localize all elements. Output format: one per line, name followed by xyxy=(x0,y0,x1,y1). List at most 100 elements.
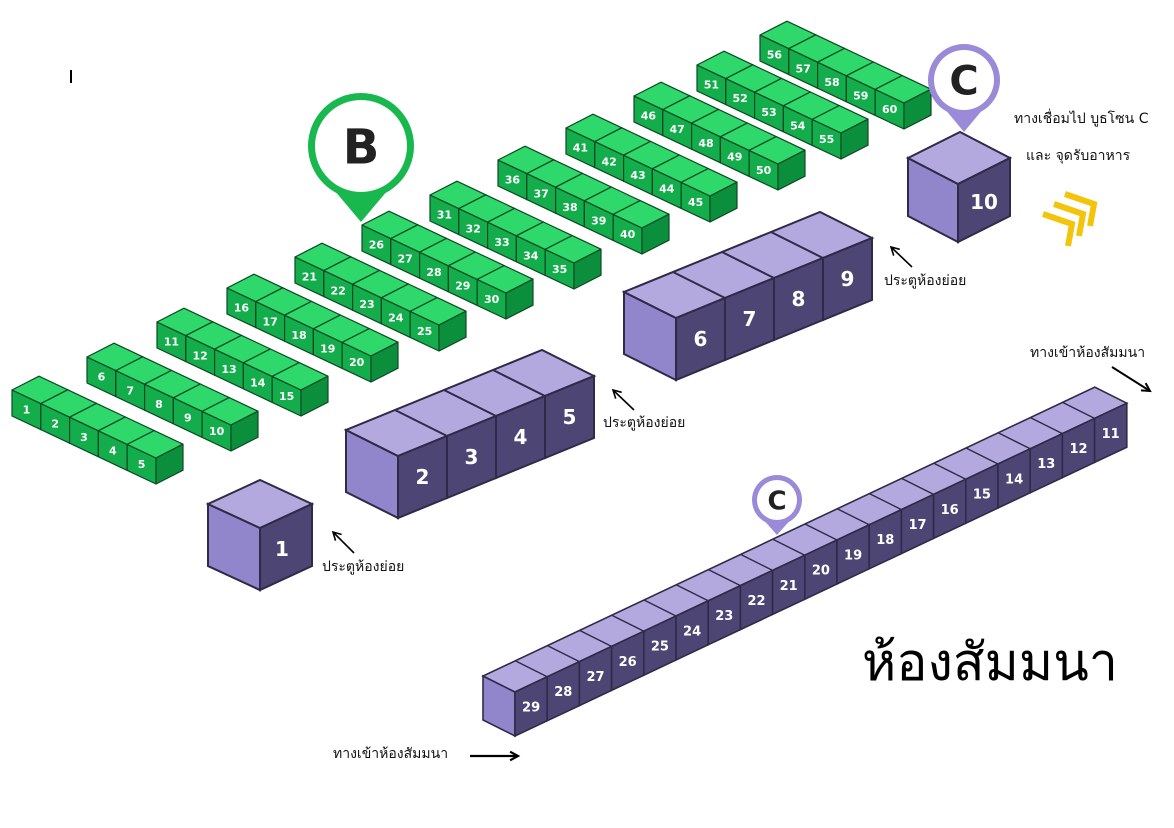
booth-b-10-number: 10 xyxy=(209,425,225,438)
booth-b-46-number: 46 xyxy=(641,110,657,123)
booth-b-6-number: 6 xyxy=(98,371,106,384)
booth-b-21-number: 21 xyxy=(302,271,317,284)
booth-b-15: 15 xyxy=(271,362,329,417)
booth-b-29-number: 29 xyxy=(455,280,470,293)
booth-b-31-number: 31 xyxy=(437,209,452,222)
booth-b-2-number: 2 xyxy=(51,417,59,430)
booth-b-52-number: 52 xyxy=(733,92,748,105)
booth-b-35-number: 35 xyxy=(552,263,567,276)
seminar-booth-23: 23 xyxy=(707,584,742,647)
room-2: 2 xyxy=(416,465,430,489)
booth-b-40-number: 40 xyxy=(620,228,636,241)
booth-b-37-number: 37 xyxy=(534,187,549,200)
booth-b-30-number: 30 xyxy=(484,293,500,306)
booth-b-33-number: 33 xyxy=(494,236,509,249)
seminar-booth-number: 13 xyxy=(1037,457,1055,472)
zone-c-pin-letter: C xyxy=(949,58,978,104)
seminar-booth-24: 24 xyxy=(675,599,710,662)
subroom-door-label-3: ประตูห้องย่อย xyxy=(884,273,967,289)
booth-b-35: 35 xyxy=(544,235,602,290)
seminar-booth-number: 25 xyxy=(651,640,669,655)
room-5: 5 xyxy=(563,405,577,429)
seminar-c-pin-letter: C xyxy=(767,486,786,516)
booth-b-51-number: 51 xyxy=(704,79,719,92)
booth-b-25-number: 25 xyxy=(417,325,432,338)
door-arrow-2 xyxy=(611,388,635,411)
seminar-entrance-label-top: ทางเข้าห้องสัมมนา xyxy=(1030,345,1146,361)
seminar-booth-number: 23 xyxy=(715,609,733,624)
booth-b-11-number: 11 xyxy=(164,336,179,349)
booth-b-30: 30 xyxy=(476,265,534,320)
seminar-booth-number: 12 xyxy=(1069,442,1087,457)
booth-b-20-number: 20 xyxy=(349,356,365,369)
seminar-booth-number: 24 xyxy=(683,624,701,639)
booth-b-15-number: 15 xyxy=(279,390,294,403)
subroom-door-label-1: ประตูห้องย่อย xyxy=(322,559,405,575)
room-8: 8 xyxy=(792,287,806,311)
booth-b-50-number: 50 xyxy=(756,164,772,177)
seminar-booth-14: 14 xyxy=(997,447,1031,510)
booth-b-58-number: 58 xyxy=(824,76,839,89)
seminar-booth-number: 19 xyxy=(844,548,862,563)
room-1: 1 xyxy=(205,478,315,592)
booth-b-45-number: 45 xyxy=(688,196,703,209)
booth-b-34-number: 34 xyxy=(523,250,539,263)
booth-b-59-number: 59 xyxy=(853,89,868,102)
booth-b-1-number: 1 xyxy=(23,404,31,417)
room-6: 6 xyxy=(694,327,708,351)
booth-b-53-number: 53 xyxy=(761,106,776,119)
booth-b-38-number: 38 xyxy=(562,201,577,214)
seminar-booth-27: 27 xyxy=(578,645,613,707)
booth-b-28-number: 28 xyxy=(426,266,441,279)
booth-b-8-number: 8 xyxy=(155,398,163,411)
subroom-door-label-2: ประตูห้องย่อย xyxy=(603,415,686,431)
door-arrow-1 xyxy=(331,530,355,554)
food-pickup-label: และ จุดรับอาหาร xyxy=(1026,148,1131,164)
seminar-entrance-label-bottom: ทางเข้าห้องสัมมนา xyxy=(333,746,449,762)
booth-b-44-number: 44 xyxy=(659,183,675,196)
booth-b-4-number: 4 xyxy=(109,445,117,458)
booth-b-41-number: 41 xyxy=(573,142,588,155)
booth-b-55: 55 xyxy=(811,104,869,160)
door-arrow-3 xyxy=(889,245,913,268)
seminar-booth-number: 18 xyxy=(876,533,894,548)
room-1-number: 1 xyxy=(275,537,289,561)
booth-b-14-number: 14 xyxy=(250,377,266,390)
booth-b-26-number: 26 xyxy=(369,239,385,252)
booth-b-22-number: 22 xyxy=(331,284,346,297)
link-to-zone-c-label: ทางเชื่อมไป บูธโซน C xyxy=(1014,111,1149,127)
seminar-booth-number: 27 xyxy=(586,670,604,685)
booth-b-47-number: 47 xyxy=(670,123,685,136)
seminar-booth-11: 11 xyxy=(1093,401,1128,464)
booth-b-49-number: 49 xyxy=(727,151,742,164)
booth-b-32-number: 32 xyxy=(466,222,481,235)
seminar-booth-number: 21 xyxy=(780,579,798,594)
seminar-booth-16: 16 xyxy=(932,477,967,540)
room-3: 3 xyxy=(465,445,479,469)
zone-b-pin-letter: B xyxy=(343,119,380,175)
booth-b-3-number: 3 xyxy=(80,431,88,444)
booth-b-40: 40 xyxy=(612,200,670,255)
room-4: 4 xyxy=(514,425,528,449)
seminar-booth-number: 16 xyxy=(941,503,959,518)
room-10-number: 10 xyxy=(970,190,998,214)
zone-c-pin: C xyxy=(928,44,1000,132)
zone-b-pin: B xyxy=(308,93,414,222)
booth-b-19-number: 19 xyxy=(320,343,335,356)
seminar-entrance-arrow-bottom xyxy=(470,750,521,762)
booth-b-42-number: 42 xyxy=(602,155,617,168)
seminar-booth-number: 22 xyxy=(747,594,765,609)
booth-b-48-number: 48 xyxy=(698,137,713,150)
booth-b-7-number: 7 xyxy=(126,384,134,397)
seminar-booth-number: 14 xyxy=(1005,472,1023,487)
booth-b-60-number: 60 xyxy=(882,103,898,116)
booth-b-5-number: 5 xyxy=(138,458,146,471)
seminar-room-title: ห้องสัมมนา xyxy=(862,633,1118,693)
booth-b-16-number: 16 xyxy=(234,302,250,315)
direction-chevrons-icon xyxy=(1042,191,1098,247)
map-pins: B C C xyxy=(308,44,1000,535)
